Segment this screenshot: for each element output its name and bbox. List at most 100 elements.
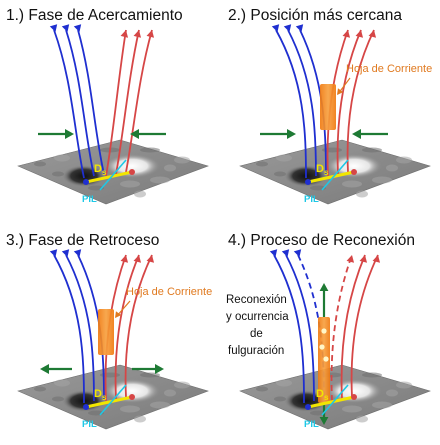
- ds-distance-bar: [85, 395, 133, 409]
- red-field-arrow-icon: [342, 30, 351, 38]
- pil-label: PIL: [304, 194, 319, 205]
- magnetogram-speckle: [52, 396, 64, 402]
- pil-line: [321, 384, 349, 416]
- panel-title: 3.) Fase de Retroceso: [6, 232, 159, 249]
- blue-field-arrow-icon: [61, 24, 70, 32]
- red-field-line: [336, 29, 362, 175]
- magnetogram-speckle: [150, 401, 170, 409]
- magnetogram-speckle: [134, 415, 146, 423]
- red-footpoint: [129, 394, 135, 400]
- current-sheet-label: Hoja de Corriente: [126, 286, 212, 298]
- ds-subscript: s: [324, 393, 329, 402]
- blue-field-arrow-icon: [49, 249, 58, 257]
- magnetogram-speckle: [356, 190, 368, 198]
- blue-field-arrow-icon: [269, 249, 278, 257]
- pil-label: PIL: [82, 194, 97, 205]
- magnetogram-speckle: [54, 154, 70, 162]
- current-sheet: [320, 84, 336, 130]
- magnetogram-speckle: [356, 415, 368, 423]
- red-footpoint: [351, 394, 357, 400]
- red-field-line: [330, 254, 353, 402]
- red-field-arrow-icon: [120, 255, 129, 263]
- red-field-arrow-icon: [368, 30, 377, 38]
- blue-footpoint: [305, 404, 311, 410]
- red-field-arrow-icon: [146, 255, 155, 263]
- magnetogram-speckle: [34, 161, 46, 167]
- panel-reconnection: 4.) Proceso de ReconexiónDsPILReconexión…: [226, 232, 431, 430]
- ds-distance-bar: [85, 170, 133, 184]
- light-polarity-spot: [104, 379, 160, 403]
- red-footpoint: [129, 169, 135, 175]
- red-field-arrow-icon: [120, 30, 129, 38]
- magnetogram-speckle: [164, 389, 176, 397]
- magnetogram-speckle: [362, 372, 382, 378]
- blue-field-arrow-icon: [73, 24, 82, 32]
- pil-line: [321, 159, 349, 191]
- red-field-arrow-icon: [146, 30, 155, 38]
- pil-label: PIL: [82, 419, 97, 430]
- leader-arrow-icon: [337, 88, 344, 95]
- red-field-line: [105, 29, 127, 177]
- reconnection-spark: [323, 356, 329, 362]
- ds-subscript: s: [102, 168, 107, 177]
- ds-subscript: s: [102, 393, 107, 402]
- magnetogram-speckle: [386, 164, 398, 172]
- magnetogram-speckle: [174, 156, 190, 164]
- pil-line: [99, 159, 127, 191]
- magnetogram-speckle: [396, 156, 412, 164]
- blue-field-line: [77, 29, 105, 175]
- blue-footpoint: [305, 179, 311, 185]
- magnetogram-speckle: [164, 164, 176, 172]
- reconnection-spark: [321, 328, 327, 334]
- blue-field-line: [53, 254, 85, 404]
- magnetogram-speckle: [342, 180, 362, 188]
- blue-field-line: [53, 29, 85, 179]
- blue-field-arrow-icon: [295, 24, 304, 32]
- green-arrow-right-icon: [155, 364, 164, 374]
- blue-field-arrow-icon: [73, 249, 82, 257]
- magnetogram-speckle: [120, 405, 140, 413]
- magnetogram-speckle: [140, 372, 160, 378]
- blue-field-line: [65, 29, 95, 177]
- green-arrow-right-icon: [287, 129, 296, 139]
- reconnection-note-line: fulguración: [228, 345, 284, 357]
- red-field-line: [115, 29, 140, 175]
- magnetogram-speckle: [386, 389, 398, 397]
- red-footpoint: [351, 169, 357, 175]
- reconnection-spark: [319, 344, 325, 350]
- magnetogram-speckle: [362, 147, 382, 153]
- magnetogram-speckle: [34, 386, 46, 392]
- magnetogram-speckle: [54, 379, 70, 387]
- pil-label: PIL: [304, 419, 319, 430]
- blue-field-line: [287, 29, 317, 177]
- ds-subscript: s: [324, 168, 329, 177]
- blue-field-arrow-icon: [49, 24, 58, 32]
- blue-field-line: [285, 254, 315, 402]
- red-field-arrow-icon: [346, 255, 355, 263]
- panel-title: 4.) Proceso de Reconexión: [228, 232, 415, 249]
- current-sheet: [98, 309, 114, 355]
- magnetogram-speckle: [372, 401, 392, 409]
- blue-field-arrow-icon: [293, 249, 302, 257]
- magnetogram-speckle: [342, 405, 362, 413]
- magnetogram-speckle: [372, 176, 392, 184]
- red-field-line: [124, 254, 153, 398]
- reconnection-note-line: Reconexión: [226, 294, 287, 306]
- magnetogram-speckle: [274, 396, 286, 402]
- magnetogram-speckle: [396, 381, 412, 389]
- light-polarity-spot: [326, 154, 382, 178]
- red-field-line: [114, 254, 140, 400]
- magnetogram-speckle: [256, 161, 268, 167]
- red-field-arrow-icon: [133, 255, 142, 263]
- red-field-arrow-icon: [133, 30, 142, 38]
- pil-line: [99, 384, 127, 416]
- green-arrow-down-icon: [319, 417, 329, 425]
- ds-distance-bar: [307, 170, 355, 184]
- magnetogram-speckle: [150, 176, 170, 184]
- blue-field-line: [65, 254, 95, 402]
- magnetogram-speckle: [174, 381, 190, 389]
